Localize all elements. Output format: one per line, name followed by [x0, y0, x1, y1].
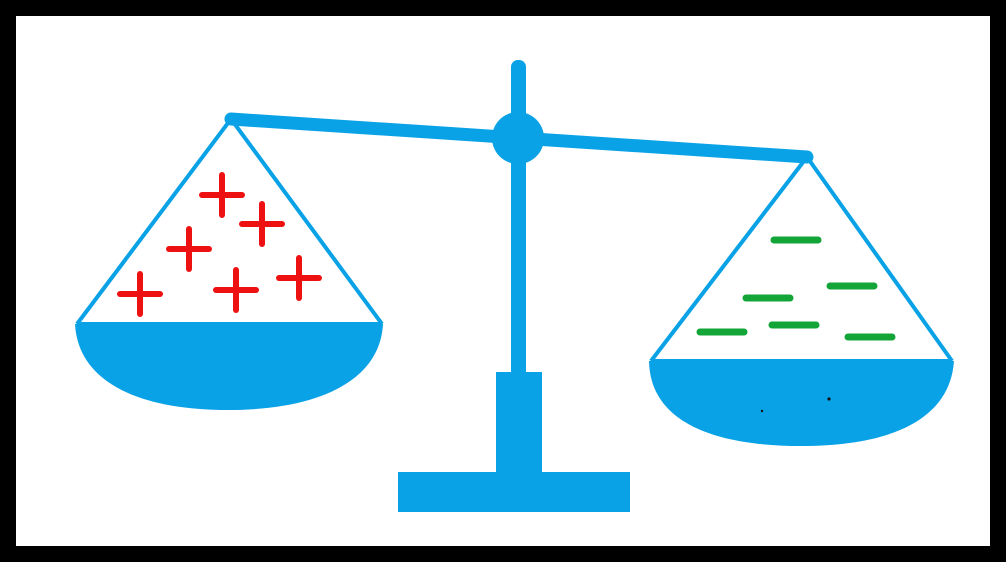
- right-pan-bowl: [649, 361, 954, 446]
- plus-sign-icon: [239, 201, 285, 247]
- pan-speck: [827, 397, 831, 401]
- plus-sign-icon: [213, 267, 259, 313]
- plus-sign-icon: [276, 255, 322, 301]
- left-pan-bowl: [75, 324, 383, 410]
- scale-foot: [496, 372, 542, 476]
- right-pan-strings: [649, 155, 954, 363]
- plus-sign-icon: [117, 271, 163, 317]
- plus-sign-icon: [199, 172, 245, 218]
- positive-charges: [117, 172, 322, 317]
- pan-speck: [760, 409, 764, 413]
- scale-base: [398, 472, 630, 512]
- negative-charges: [696, 236, 896, 341]
- scale-pivot: [492, 112, 544, 164]
- plus-sign-icon: [166, 226, 212, 272]
- scale-pole: [511, 60, 526, 380]
